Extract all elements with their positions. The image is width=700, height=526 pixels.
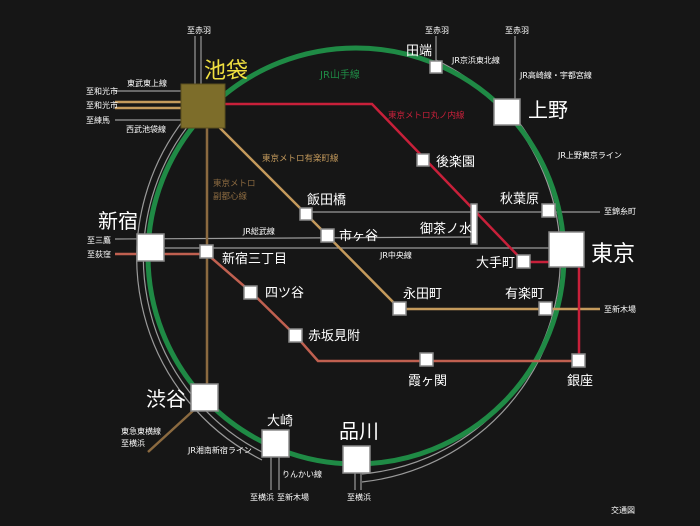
- label-kasumigaseki: 霞ヶ関: [408, 374, 447, 389]
- dest-ogikubo: 至荻窪: [87, 249, 111, 259]
- label-iidabashi: 飯田橋: [307, 193, 346, 208]
- dest-mitaka: 至三鷹: [87, 235, 111, 245]
- label-ochanomizu: 御茶ノ水: [420, 221, 472, 237]
- label-yurakucho-line: 東京メトロ有楽町線: [262, 153, 339, 164]
- label-korakuen: 後楽園: [436, 154, 475, 170]
- dest-wakoshi-1: 至和光市: [86, 86, 118, 96]
- label-yurakucho: 有楽町: [505, 286, 544, 302]
- label-shinjuku-sanchome: 新宿三丁目: [222, 251, 287, 267]
- label-shinagawa: 品川: [339, 419, 379, 443]
- label-tobu-tojo: 東武東上線: [127, 78, 167, 88]
- label-tokyu-toyoko: 東急東横線: [121, 426, 161, 436]
- dest-kinshicho: 至錦糸町: [604, 206, 636, 216]
- station-shinagawa[interactable]: [342, 445, 371, 474]
- label-tabata: 田端: [406, 44, 432, 59]
- label-nagatacho: 永田町: [403, 287, 442, 302]
- dest-akabane-2: 至赤羽: [425, 26, 449, 35]
- jr-outer-arc-left-1: [142, 115, 263, 453]
- label-sobu: JR総武線: [242, 226, 275, 236]
- label-ueno: 上野: [528, 98, 568, 122]
- station-shinjuku-sanchome[interactable]: [199, 244, 214, 259]
- dest-akabane-1: 至赤羽: [187, 26, 211, 35]
- station-yurakucho[interactable]: [538, 301, 553, 316]
- station-akasaka-mitsuke[interactable]: [288, 328, 303, 343]
- station-korakuen[interactable]: [416, 153, 430, 167]
- dest-nerima: 至練馬: [86, 115, 110, 125]
- station-ochanomizu[interactable]: [470, 203, 478, 245]
- dest-akabane-3: 至赤羽: [505, 26, 529, 35]
- label-keihin-tohoku: JR京浜東北線: [451, 55, 500, 65]
- station-tabata[interactable]: [429, 60, 443, 74]
- dest-yokohama-osaki: 至横浜: [250, 492, 274, 502]
- dest-yokohama-toyoko: 至横浜: [121, 438, 145, 448]
- station-otemachi[interactable]: [516, 254, 531, 269]
- station-ginza[interactable]: [571, 353, 586, 368]
- label-marunouchi: 東京メトロ丸ノ内線: [388, 110, 465, 121]
- label-tokyo: 東京: [591, 242, 635, 267]
- label-takasaki-utsunomiya: JR高崎線・宇都宮線: [519, 70, 592, 80]
- label-ikebukuro: 池袋: [204, 59, 248, 84]
- label-shibuya: 渋谷: [146, 387, 186, 411]
- station-ueno[interactable]: [493, 98, 521, 126]
- station-ichigaya[interactable]: [320, 228, 335, 243]
- station-iidabashi[interactable]: [299, 207, 313, 221]
- station-ikebukuro[interactable]: [180, 83, 226, 129]
- label-rinkai: りんかい線: [282, 469, 322, 479]
- station-shibuya[interactable]: [190, 383, 219, 412]
- label-chuo: JR中央線: [379, 250, 412, 260]
- label-ichigaya: 市ヶ谷: [339, 228, 378, 244]
- dest-shinkiba-1: 至新木場: [604, 304, 636, 314]
- label-otemachi: 大手町: [476, 256, 515, 271]
- label-fukutoshin-1: 東京メトロ: [213, 178, 256, 189]
- dest-yokohama-shinagawa: 至横浜: [347, 492, 371, 502]
- label-ginza: 銀座: [567, 374, 593, 389]
- station-kasumigaseki[interactable]: [419, 352, 434, 367]
- marunouchi-line: [225, 102, 566, 264]
- label-shinjuku: 新宿: [98, 209, 138, 233]
- station-yotsuya[interactable]: [243, 285, 258, 300]
- station-akihabara[interactable]: [541, 203, 556, 218]
- dest-shinkiba-osaki: 至新木場: [277, 492, 309, 502]
- footer-caption: 交通図: [611, 505, 635, 515]
- dest-wakoshi-2: 至和光市: [86, 100, 118, 110]
- yurakucho-line: [217, 125, 600, 311]
- station-tokyo[interactable]: [548, 231, 585, 268]
- station-shinjuku[interactable]: [136, 233, 165, 262]
- station-nagatacho[interactable]: [392, 301, 407, 316]
- label-seibu-ikebukuro: 西武池袋線: [126, 124, 166, 134]
- marunouchi-branch-line: [115, 252, 579, 363]
- jr-outer-arc-left-2: [136, 111, 263, 461]
- label-ueno-tokyo: JR上野東京ライン: [557, 150, 622, 160]
- label-yotsuya: 四ツ谷: [265, 286, 304, 301]
- label-osaki: 大崎: [267, 414, 293, 429]
- label-yamanote: JR山手線: [319, 68, 360, 81]
- label-fukutoshin-2: 副都心線: [213, 191, 248, 202]
- label-shonan-shinjuku: JR湘南新宿ライン: [187, 445, 252, 455]
- station-osaki[interactable]: [261, 429, 290, 458]
- label-akasaka-mitsuke: 赤坂見附: [308, 329, 360, 344]
- label-akihabara: 秋葉原: [500, 192, 539, 207]
